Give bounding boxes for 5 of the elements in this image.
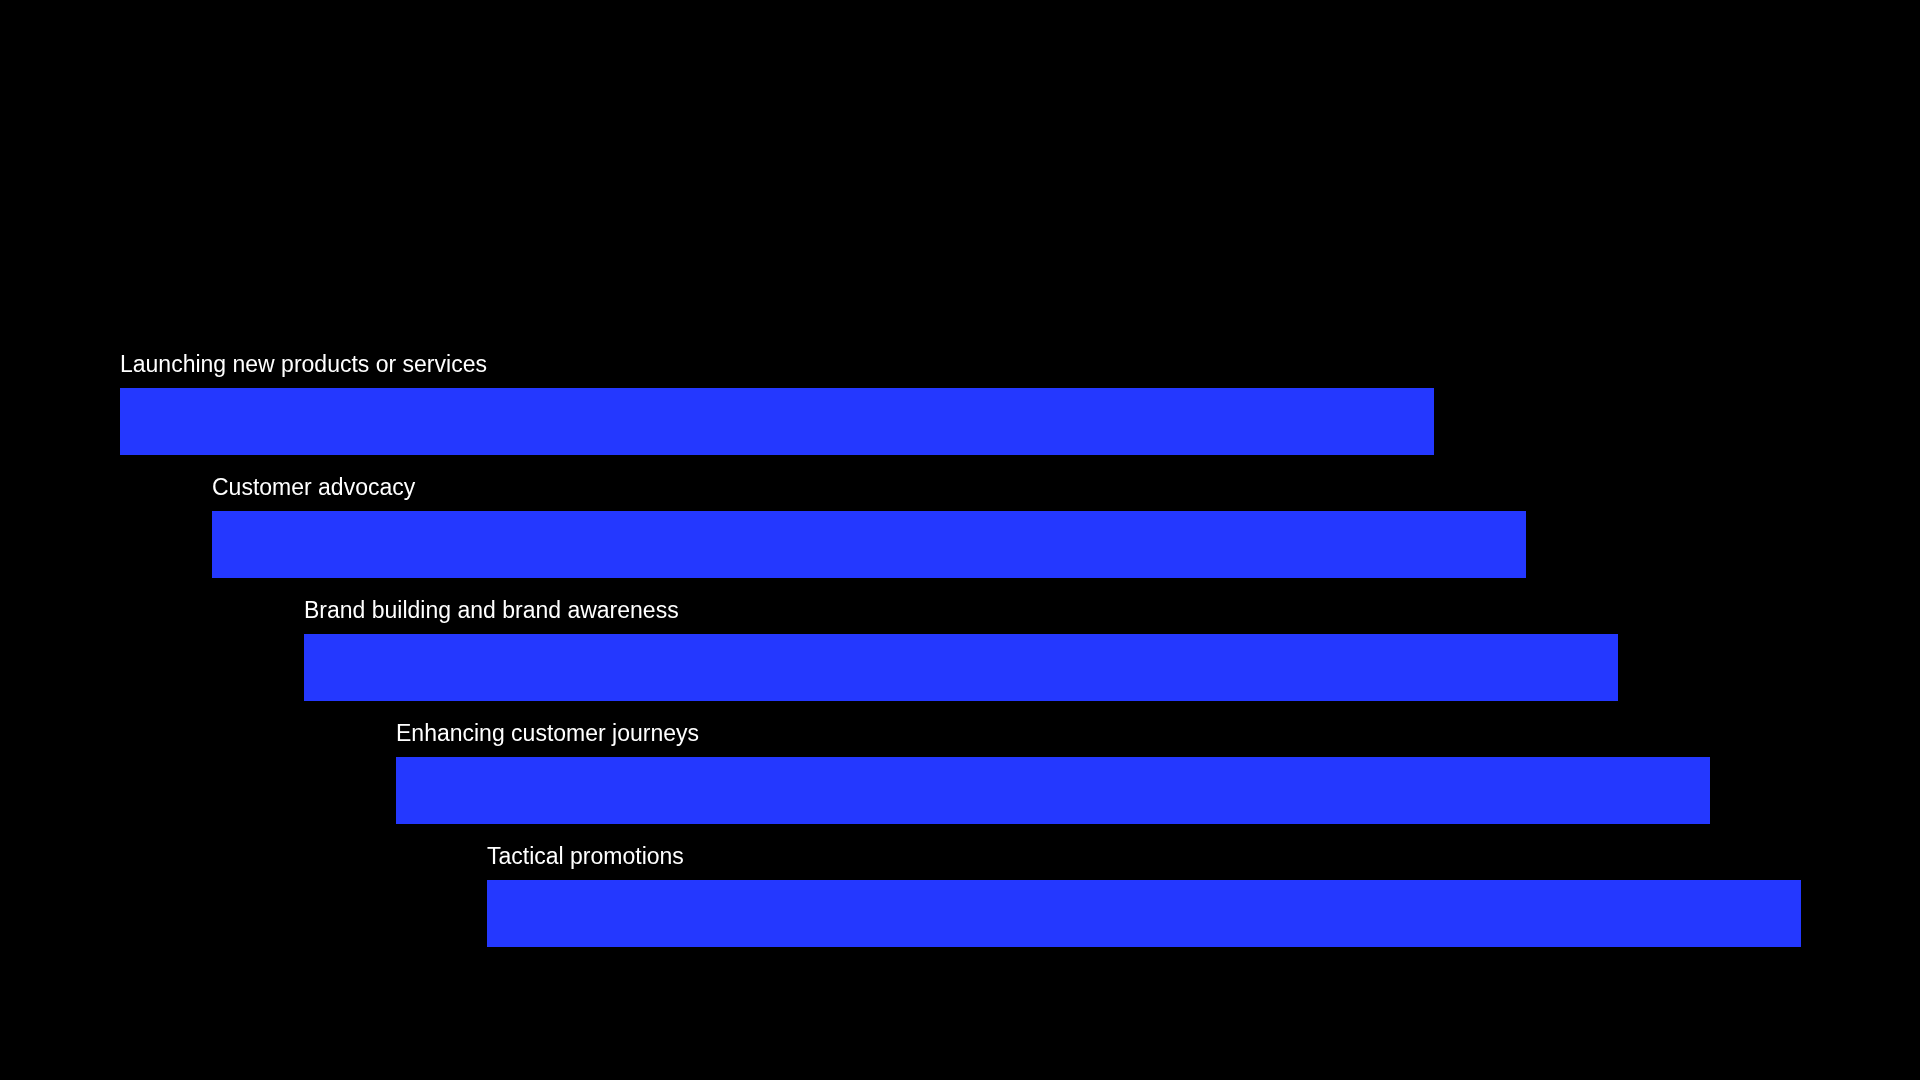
bar-label: Enhancing customer journeys (396, 719, 699, 747)
bar-label: Brand building and brand awareness (304, 596, 679, 624)
bar-label: Launching new products or services (120, 350, 487, 378)
bar-label: Tactical promotions (487, 842, 684, 870)
bar-label: Customer advocacy (212, 473, 416, 501)
